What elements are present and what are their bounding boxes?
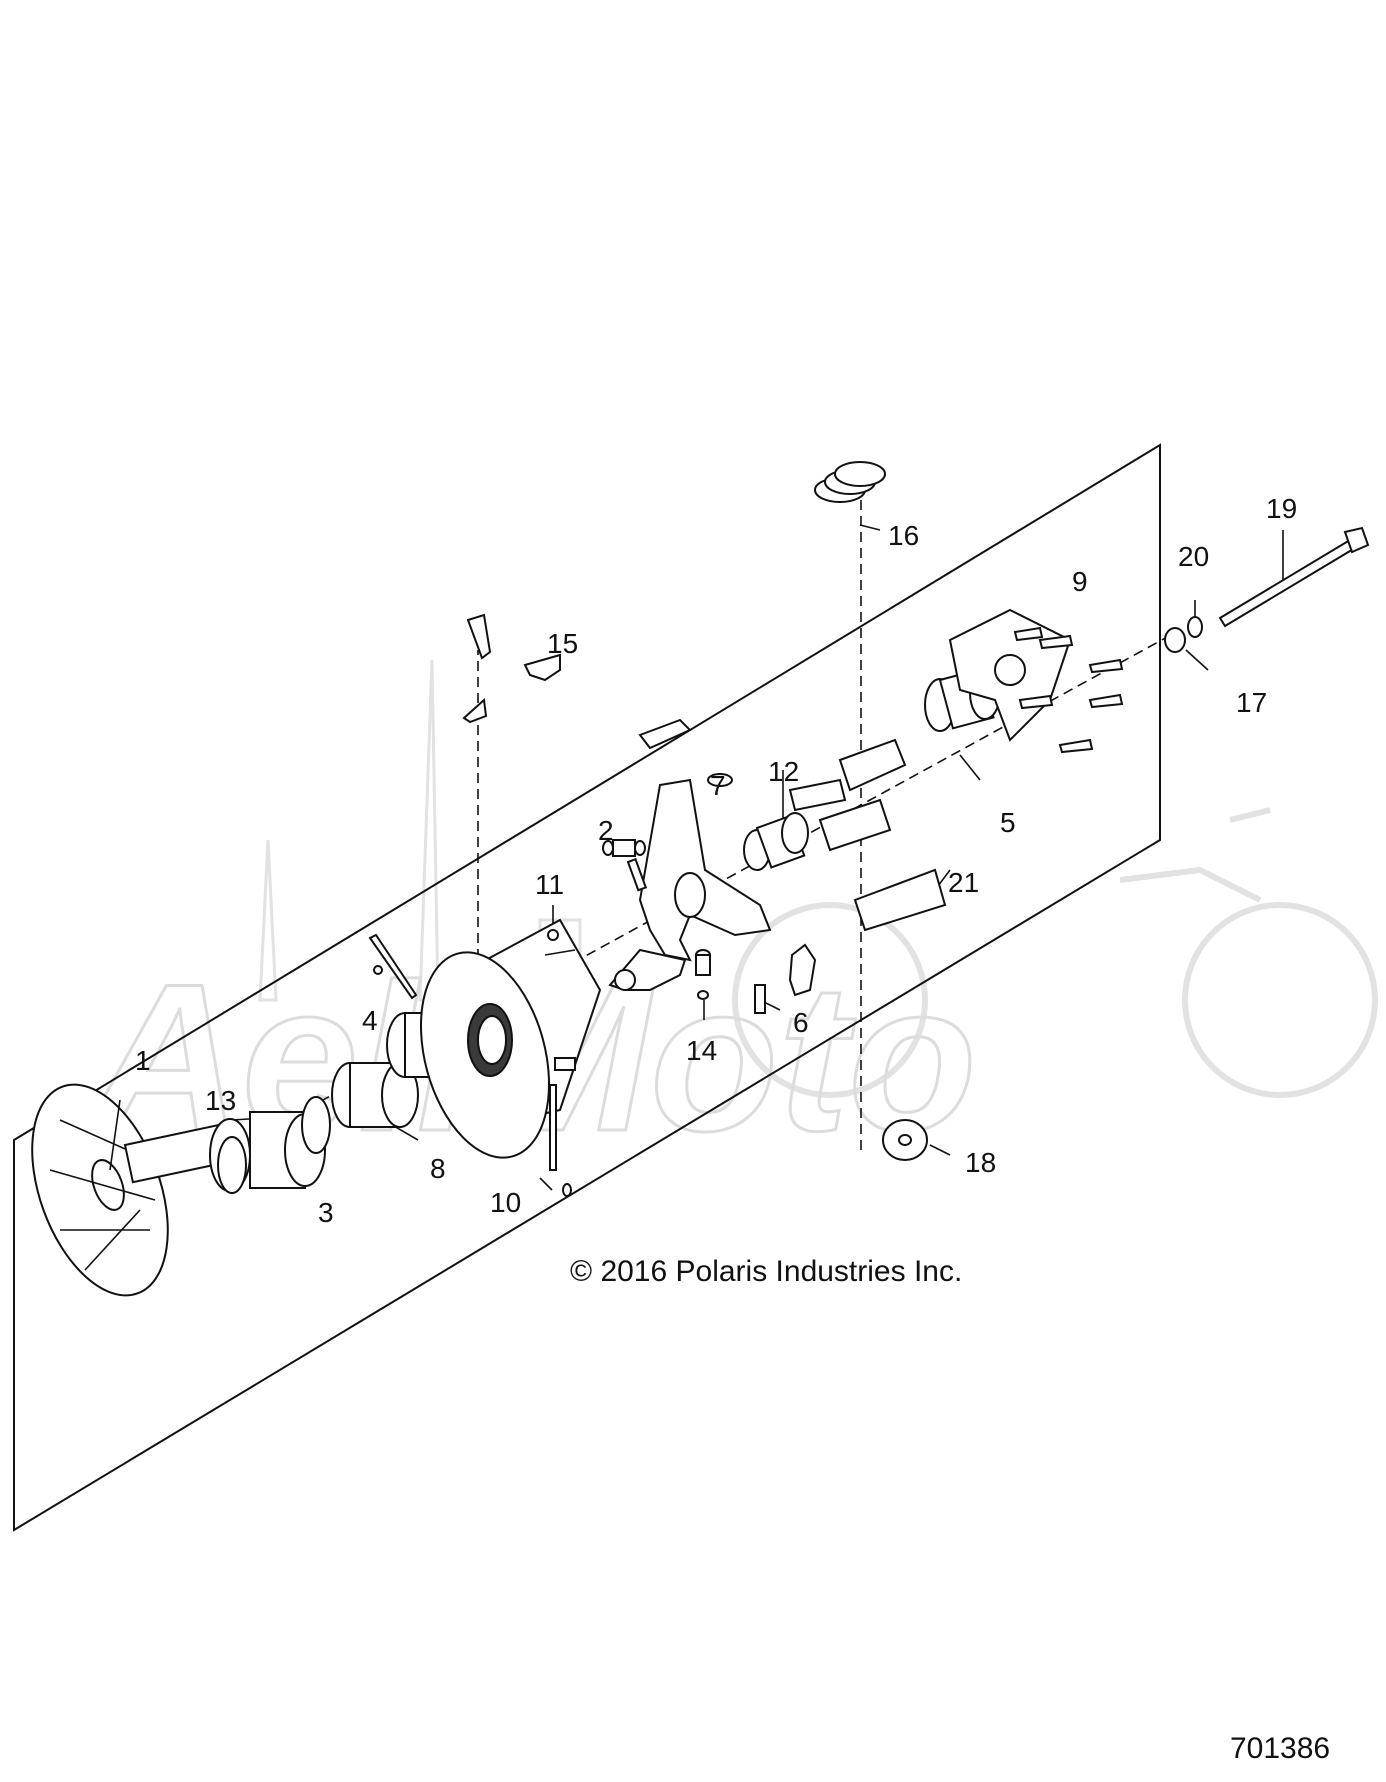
callout-10: 10	[490, 1187, 521, 1218]
assembly-frame	[13, 443, 1161, 1532]
nut-17	[1164, 627, 1186, 653]
callout-7: 7	[710, 770, 726, 801]
pin-6	[754, 984, 766, 1014]
callout-16: 16	[888, 520, 919, 551]
callout-6: 6	[793, 1007, 809, 1038]
callout-2: 2	[598, 815, 614, 846]
callout-11: 11	[535, 869, 564, 900]
callout-17: 17	[1236, 687, 1267, 718]
copyright-notice: © 2016 Polaris Industries Inc.	[570, 1255, 962, 1288]
callout-9: 9	[1072, 566, 1088, 597]
callout-8: 8	[430, 1153, 446, 1184]
callout-21: 21	[948, 867, 979, 898]
spacer-12	[743, 812, 809, 871]
callout-18: 18	[965, 1147, 996, 1178]
callout-19: 19	[1266, 493, 1297, 524]
callout-5: 5	[1000, 807, 1016, 838]
roller-2	[602, 839, 648, 892]
bushing-8	[331, 1062, 419, 1128]
callout-15: 15	[547, 628, 578, 659]
callout-13: 13	[205, 1085, 236, 1116]
weight-clip-7	[638, 718, 692, 750]
callout-1: 1	[135, 1045, 151, 1076]
button-14	[695, 949, 711, 1000]
weights-15	[462, 613, 561, 724]
callout-12: 12	[768, 756, 799, 787]
screw-11	[544, 929, 576, 956]
pin-and-roller-small	[368, 933, 418, 1000]
seal-rings-13	[217, 1096, 331, 1194]
bolt-19	[1218, 526, 1370, 628]
washer-18	[882, 1119, 928, 1161]
fixed-sheave	[31, 1083, 228, 1297]
shoes-21	[788, 738, 947, 932]
spring-16	[814, 461, 886, 503]
callout-4: 4	[362, 1005, 378, 1036]
document-number: 701386	[1230, 1732, 1330, 1765]
moveable-sheave	[419, 918, 602, 1159]
callout-labels: 1 2 3 4 5 6 7 8 9 10 11 12 13 14 15 16 1…	[135, 493, 1297, 1228]
callout-20: 20	[1178, 541, 1209, 572]
callout-14: 14	[686, 1035, 717, 1066]
spider-assembly	[638, 773, 772, 962]
callout-3: 3	[318, 1197, 334, 1228]
pin-bracket	[608, 948, 687, 991]
spring-clip-lower	[788, 943, 817, 997]
pin-10	[549, 1084, 572, 1197]
washer-20	[1187, 616, 1203, 638]
bolts-9	[1013, 626, 1124, 754]
